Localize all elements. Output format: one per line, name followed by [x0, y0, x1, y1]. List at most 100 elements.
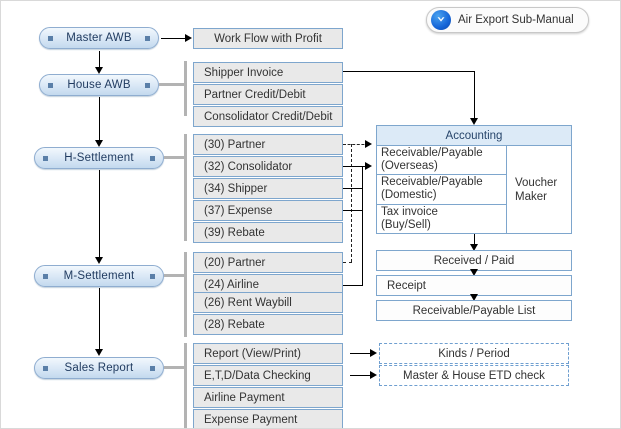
output-label: Receipt: [387, 279, 426, 292]
accounting-body: Receivable/Payable (Overseas) Receivable…: [377, 146, 571, 234]
list-item-etd-data-checking[interactable]: E,T,D/Data Checking: [193, 365, 343, 386]
accounting-row-line1: Receivable/Payable: [381, 147, 483, 159]
list-item-label: (20) Partner: [204, 256, 266, 269]
output-label: Kinds / Period: [438, 347, 510, 360]
accounting-voucher-maker[interactable]: Voucher Maker: [507, 146, 571, 234]
list-item-label: E,T,D/Data Checking: [204, 369, 311, 382]
list-item-37-expense[interactable]: (37) Expense: [193, 200, 343, 221]
solid-link-shipper-h: [343, 188, 363, 189]
link-shipper-to-accounting-h: [343, 71, 475, 72]
output-receipt[interactable]: Receipt: [376, 275, 572, 296]
solid-link-expense-h: [343, 210, 363, 211]
node-sales-report[interactable]: Sales Report: [34, 357, 164, 379]
dashed-link-partner-arrow: [365, 140, 372, 148]
node-marker-right: [145, 82, 150, 88]
accounting-title: Accounting: [377, 126, 571, 146]
dashed-link-partner-v: [351, 144, 352, 262]
node-marker-left: [43, 273, 48, 279]
list-item-label: (30) Partner: [204, 138, 266, 151]
node-marker-left: [48, 35, 53, 41]
list-item-34-shipper[interactable]: (34) Shipper: [193, 178, 343, 199]
list-item-expense-payment[interactable]: Expense Payment: [193, 409, 343, 428]
flow-arrow-hsettlement-msettlement: [95, 257, 103, 264]
link-shipper-to-accounting-arrow: [470, 118, 478, 125]
output-label: Receivable/Payable List: [412, 304, 536, 317]
badge-label: Air Export Sub-Manual: [458, 14, 574, 26]
flow-line-house-hsettlement: [99, 97, 100, 141]
accounting-row-tax-invoice[interactable]: Tax invoice (Buy/Sell): [377, 205, 506, 234]
list-item-label: Airline Payment: [204, 391, 285, 404]
list-item-28-rebate[interactable]: (28) Rebate: [193, 314, 343, 335]
output-label: Master & House ETD check: [403, 369, 545, 382]
node-marker-right: [150, 273, 155, 279]
node-label: H-Settlement: [64, 152, 134, 164]
list-item-consolidator-credit-debit[interactable]: Consolidator Credit/Debit: [193, 106, 343, 127]
list-item-report-view-print[interactable]: Report (View/Print): [193, 343, 343, 364]
accounting-row-line2: (Buy/Sell): [381, 218, 431, 231]
list-item-partner-credit-debit[interactable]: Partner Credit/Debit: [193, 84, 343, 105]
node-master-awb[interactable]: Master AWB: [39, 27, 159, 49]
output-label: Received / Paid: [433, 254, 515, 267]
node-label: M-Settlement: [63, 270, 135, 282]
flow-arrow-master-house: [95, 67, 103, 74]
node-marker-left: [43, 155, 48, 161]
list-item-shipper-invoice[interactable]: Shipper Invoice: [193, 62, 343, 83]
flow-line-msettlement-salesreport: [99, 288, 100, 350]
accounting-row-receivable-payable-overseas[interactable]: Receivable/Payable (Overseas): [377, 146, 506, 176]
flow-arrow-house-hsettlement: [95, 140, 103, 147]
list-item-26-rent-waybill[interactable]: (26) Rent Waybill: [193, 292, 343, 313]
list-item-32-consolidator[interactable]: (32) Consolidator: [193, 156, 343, 177]
bracket-msettlement-stem: [164, 274, 187, 277]
node-h-settlement[interactable]: H-Settlement: [34, 147, 164, 169]
air-export-sub-manual-badge[interactable]: Air Export Sub-Manual: [426, 7, 589, 33]
list-item-39-rebate[interactable]: (39) Rebate: [193, 222, 343, 243]
accounting-row-line2: (Overseas): [381, 160, 438, 172]
accounting-row-line2: (Domestic): [381, 189, 437, 202]
flow-line-master-house: [99, 51, 100, 68]
arrow-head-etd-mastercheck: [370, 371, 377, 379]
bracket-salesreport-stem: [164, 366, 187, 369]
accounting-table: Accounting Receivable/Payable (Overseas)…: [376, 125, 572, 234]
dashed-link-partner-top: [343, 144, 369, 145]
arrow-line-report-kinds: [350, 353, 372, 354]
list-item-airline-payment[interactable]: Airline Payment: [193, 387, 343, 408]
list-item-work-flow-with-profit[interactable]: Work Flow with Profit: [193, 28, 343, 49]
output-kinds-period[interactable]: Kinds / Period: [379, 343, 569, 364]
list-item-label: Work Flow with Profit: [214, 32, 322, 45]
list-item-label: Expense Payment: [204, 413, 298, 426]
node-label: Sales Report: [64, 362, 134, 374]
node-m-settlement[interactable]: M-Settlement: [34, 265, 164, 287]
list-item-label: Shipper Invoice: [204, 66, 284, 79]
list-item-20-partner[interactable]: (20) Partner: [193, 252, 343, 273]
list-item-label: (32) Consolidator: [204, 160, 293, 173]
list-item-label: (34) Shipper: [204, 182, 268, 195]
solid-link-consolidator-h: [343, 166, 369, 167]
list-item-label: (39) Rebate: [204, 226, 265, 239]
list-item-30-partner[interactable]: (30) Partner: [193, 134, 343, 155]
output-receivable-payable-list[interactable]: Receivable/Payable List: [376, 300, 572, 321]
arrow-head-master-workflow: [185, 34, 192, 42]
list-item-label: (28) Rebate: [204, 318, 265, 331]
accounting-row-line1: Tax invoice: [381, 205, 438, 218]
bracket-salesreport-bar: [184, 343, 187, 428]
node-label: Master AWB: [66, 32, 132, 44]
list-item-label: (24) Airline: [204, 278, 259, 291]
flow-line-hsettlement-msettlement: [99, 170, 100, 258]
accounting-row-line1: Receivable/Payable: [381, 176, 483, 189]
node-marker-right: [150, 365, 155, 371]
link-receipt-list-arrow: [470, 294, 478, 301]
output-received-paid[interactable]: Received / Paid: [376, 250, 572, 271]
chevron-down-circle-icon: [431, 10, 451, 30]
node-house-awb[interactable]: House AWB: [39, 74, 159, 96]
arrow-head-report-kinds: [370, 349, 377, 357]
bracket-house-bar: [184, 61, 187, 116]
output-master-house-etd-check[interactable]: Master & House ETD check: [379, 365, 569, 386]
solid-link-airline-h: [343, 285, 363, 286]
voucher-maker-label: Voucher Maker: [515, 177, 558, 203]
bracket-msettlement-bar: [184, 252, 187, 337]
node-marker-left: [48, 82, 53, 88]
accounting-row-receivable-payable-domestic[interactable]: Receivable/Payable (Domestic): [377, 175, 506, 205]
list-item-label: Consolidator Credit/Debit: [204, 110, 333, 123]
list-item-24-airline[interactable]: (24) Airline: [193, 274, 343, 295]
